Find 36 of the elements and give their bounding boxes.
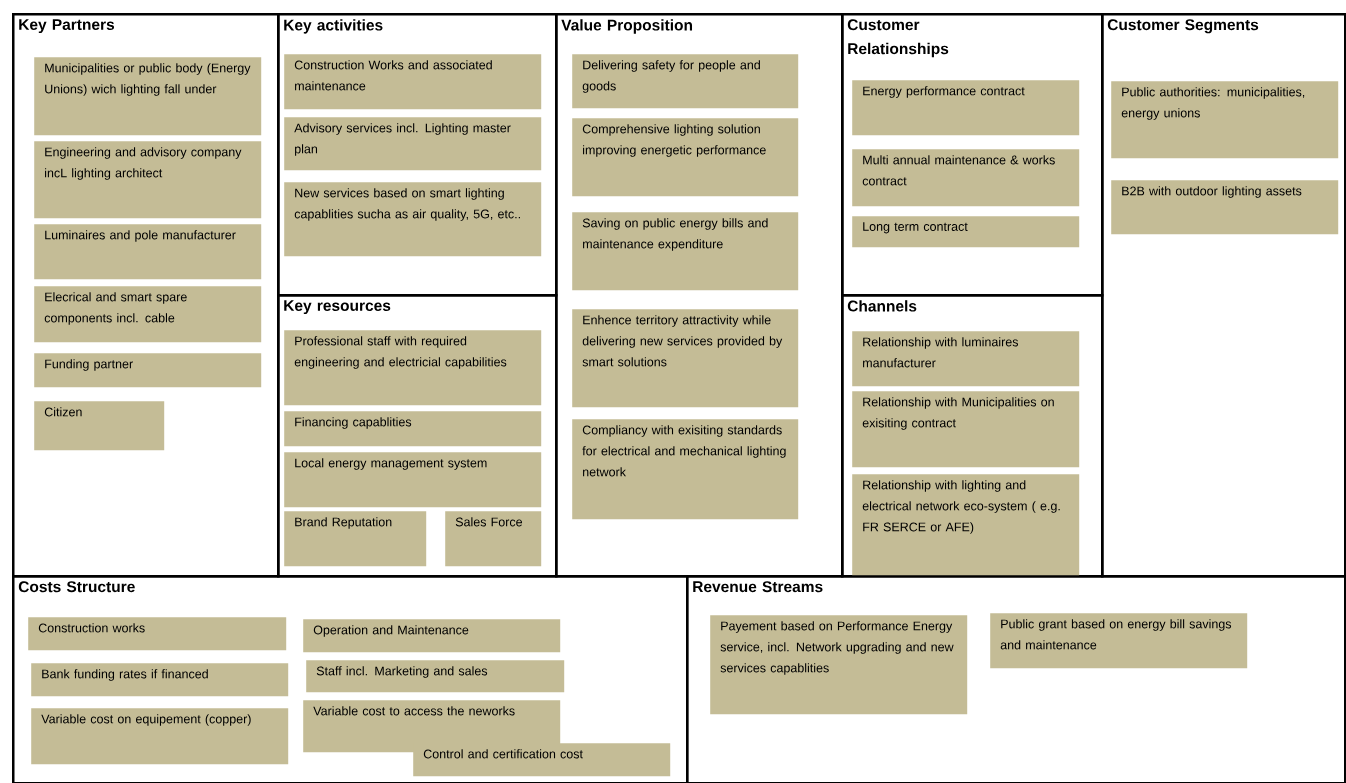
note-card: Relationship with luminaires manufacturer bbox=[852, 331, 1080, 387]
note-card: Luminaires and pole manufacturer bbox=[34, 224, 262, 280]
note-card: Construction works bbox=[28, 617, 287, 651]
note-card: Financing capablities bbox=[284, 411, 542, 447]
note-card: Professional staff with required engineering and electricial capabilities bbox=[284, 330, 542, 406]
note-card: Public grant based on energy bill savings and maintenance bbox=[990, 613, 1248, 669]
note-card: Operation and Maintenance bbox=[303, 619, 561, 653]
note-card: Local energy management system bbox=[284, 452, 542, 508]
note-card: Funding partner bbox=[34, 353, 262, 388]
note-card: Comprehensive lighting solution improving energetic performance bbox=[572, 118, 799, 197]
note-card: Variable cost on equipement (copper) bbox=[31, 708, 289, 765]
note-card: Compliancy with exisiting standards for electrical and mechanical lighting network bbox=[572, 419, 799, 520]
note-card: Energy performance contract bbox=[852, 80, 1080, 136]
note-card: Municipalities or public body (Energy Unions) wich lighting fall under bbox=[34, 57, 262, 136]
note-card: Control and certification cost bbox=[413, 743, 671, 777]
note-card: Brand Reputation bbox=[284, 511, 427, 567]
note-card: Advisory services incl. Lighting master plan bbox=[284, 117, 542, 171]
note-card: Relationship with Municipalities on exisiting contract bbox=[852, 391, 1080, 468]
note-card: Saving on public energy bills and maintenance expenditure bbox=[572, 212, 799, 291]
note-card: Multi annual maintenance & works contract bbox=[852, 149, 1080, 207]
note-card: Construction Works and associated maintenance bbox=[284, 54, 542, 110]
note-card: Relationship with lighting and electrical network eco-system ( e.g. FR SERCE or AFE) bbox=[852, 474, 1080, 576]
note-card: Bank funding rates if financed bbox=[31, 663, 289, 697]
note-card: Enhence territory attractivity while delivering new services provided by smart solutions bbox=[572, 309, 799, 408]
note-card: Payement based on Performance Energy service, incl. Network upgrading and new services capablities bbox=[710, 615, 968, 715]
note-card: Delivering safety for people and goods bbox=[572, 54, 799, 109]
note-card: Engineering and advisory company incL lighting architect bbox=[34, 141, 262, 219]
note-card: Citizen bbox=[34, 401, 165, 451]
note-card: Elecrical and smart spare components incl. cable bbox=[34, 286, 262, 343]
node-label: Variable cost to access the neworks bbox=[313, 706, 515, 716]
note-card: Sales Force bbox=[445, 511, 542, 567]
note-card: Long term contract bbox=[852, 216, 1080, 248]
note-card: Public authorities: municipalities, energy unions bbox=[1111, 81, 1339, 159]
note-card: Staff incl. Marketing and sales bbox=[306, 660, 565, 693]
note-card: New services based on smart lighting capablities sucha as air quality, 5G, etc.. bbox=[284, 182, 542, 257]
note-card: B2B with outdoor lighting assets bbox=[1111, 180, 1339, 235]
